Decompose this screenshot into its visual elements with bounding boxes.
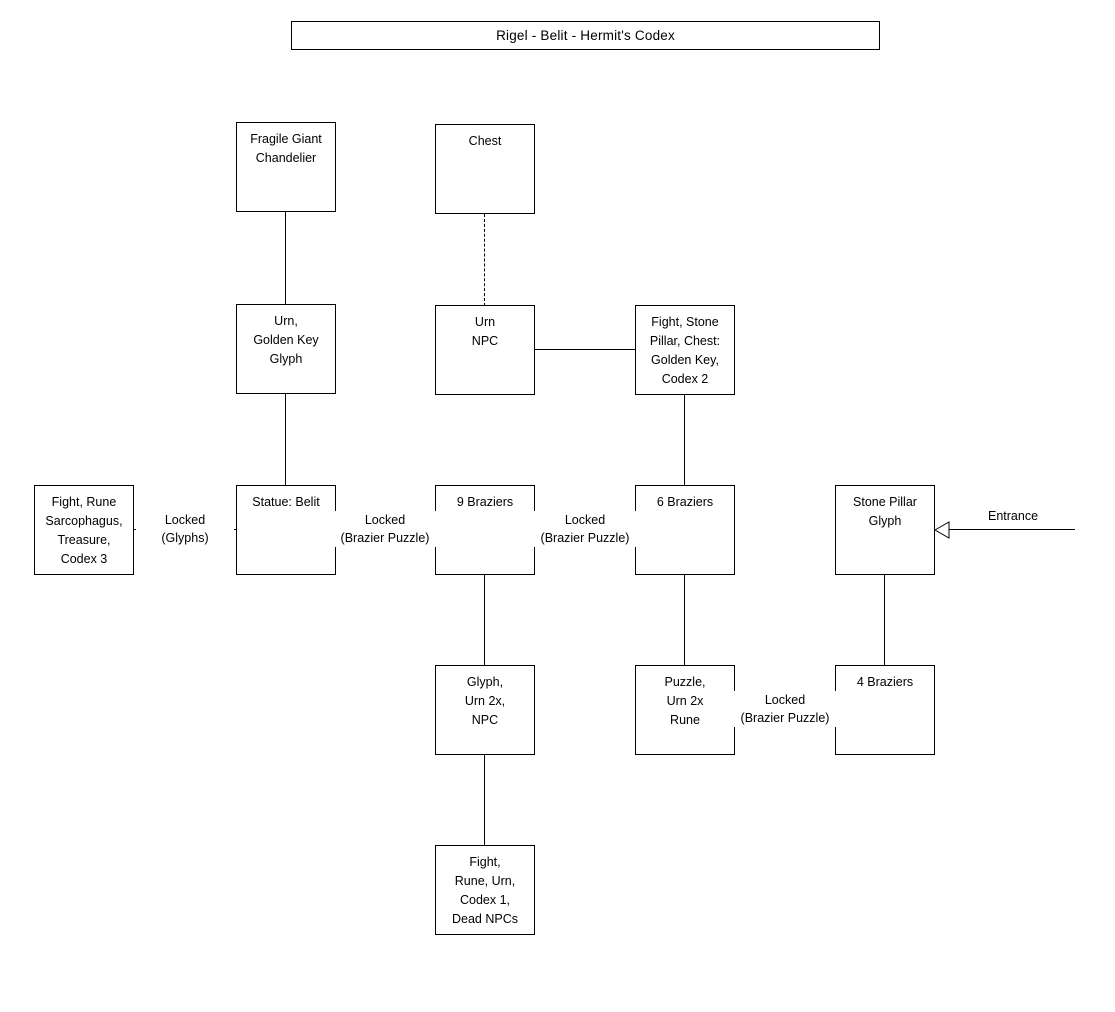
node-label: 6 Braziers — [656, 495, 714, 509]
diagram-title-text: Rigel - Belit - Hermit's Codex — [496, 28, 675, 43]
edge-chandelier-to-urn-golden-key — [285, 212, 286, 305]
edge-sarcophagus-to-statue-belit — [134, 529, 236, 530]
node-chest[interactable]: Chest — [435, 124, 535, 214]
node-label: 9 Braziers — [456, 495, 514, 509]
node-glyph-urn-npc[interactable]: Glyph, Urn 2x, NPC — [435, 665, 535, 755]
edge-label-line2: (Brazier Puzzle) — [534, 529, 636, 547]
edge-puzzle-urn-rune-to-4-braziers — [735, 709, 835, 710]
edge-9-braziers-to-6-braziers — [535, 529, 635, 530]
node-6-braziers[interactable]: 6 Braziers — [635, 485, 735, 575]
node-label: Glyph, Urn 2x, NPC — [464, 675, 506, 727]
node-label: Statue: Belit — [252, 495, 320, 509]
edge-label-text: Entrance — [987, 509, 1039, 523]
node-9-braziers[interactable]: 9 Braziers — [435, 485, 535, 575]
edge-chest-to-urn-npc-dashed — [484, 214, 485, 306]
node-fight-stone-pillar-chest[interactable]: Fight, Stone Pillar, Chest: Golden Key, … — [635, 305, 735, 395]
node-label: Urn, Golden Key Glyph — [253, 314, 319, 366]
node-fragile-giant-chandelier[interactable]: Fragile Giant Chandelier — [236, 122, 336, 212]
edge-label-line2: (Brazier Puzzle) — [334, 529, 436, 547]
edge-label-line1: Locked — [734, 691, 836, 709]
node-label: Fragile Giant Chandelier — [250, 132, 322, 165]
edge-label-line2: (Glyphs) — [136, 529, 234, 547]
edge-label-line1: Locked — [534, 511, 636, 529]
node-label: Fight, Rune, Urn, Codex 1, Dead NPCs — [452, 855, 518, 926]
edge-label-entrance: Entrance — [960, 507, 1066, 525]
node-label: 4 Braziers — [856, 675, 914, 689]
edge-label-line1: Locked — [334, 511, 436, 529]
diagram-title: Rigel - Belit - Hermit's Codex — [291, 21, 880, 50]
node-stone-pillar-glyph[interactable]: Stone Pillar Glyph — [835, 485, 935, 575]
node-label: Stone Pillar Glyph — [853, 495, 917, 528]
edge-9-braziers-to-glyph-urn-npc — [484, 574, 485, 666]
edge-stone-pillar-to-4-braziers — [884, 574, 885, 666]
edge-6-braziers-to-puzzle-urn-rune — [684, 574, 685, 666]
node-urn-npc[interactable]: Urn NPC — [435, 305, 535, 395]
edge-label-line1: Locked — [136, 511, 234, 529]
edge-glyph-urn-npc-to-fight-rune-urn — [484, 755, 485, 846]
edge-entrance-line — [948, 529, 1075, 530]
node-fight-rune-urn-codex1[interactable]: Fight, Rune, Urn, Codex 1, Dead NPCs — [435, 845, 535, 935]
node-label: Urn NPC — [471, 315, 499, 348]
node-fight-rune-sarcophagus[interactable]: Fight, Rune Sarcophagus, Treasure, Codex… — [34, 485, 134, 575]
node-label: Fight, Stone Pillar, Chest: Golden Key, … — [649, 315, 721, 386]
edge-urn-npc-to-fight-stone-pillar — [535, 349, 635, 350]
edge-label-line2: (Brazier Puzzle) — [734, 709, 836, 727]
edge-fight-stone-pillar-to-6-braziers — [684, 395, 685, 486]
node-statue-belit[interactable]: Statue: Belit — [236, 485, 336, 575]
node-puzzle-urn-rune[interactable]: Puzzle, Urn 2x Rune — [635, 665, 735, 755]
node-label: Fight, Rune Sarcophagus, Treasure, Codex… — [45, 495, 123, 566]
node-label: Chest — [468, 134, 502, 148]
edge-urn-golden-key-to-statue-belit — [285, 394, 286, 486]
node-label: Puzzle, Urn 2x Rune — [664, 675, 706, 727]
edge-statue-belit-to-9-braziers — [335, 529, 435, 530]
node-4-braziers[interactable]: 4 Braziers — [835, 665, 935, 755]
entrance-arrowhead-icon — [933, 521, 950, 539]
node-urn-golden-key-glyph[interactable]: Urn, Golden Key Glyph — [236, 304, 336, 394]
